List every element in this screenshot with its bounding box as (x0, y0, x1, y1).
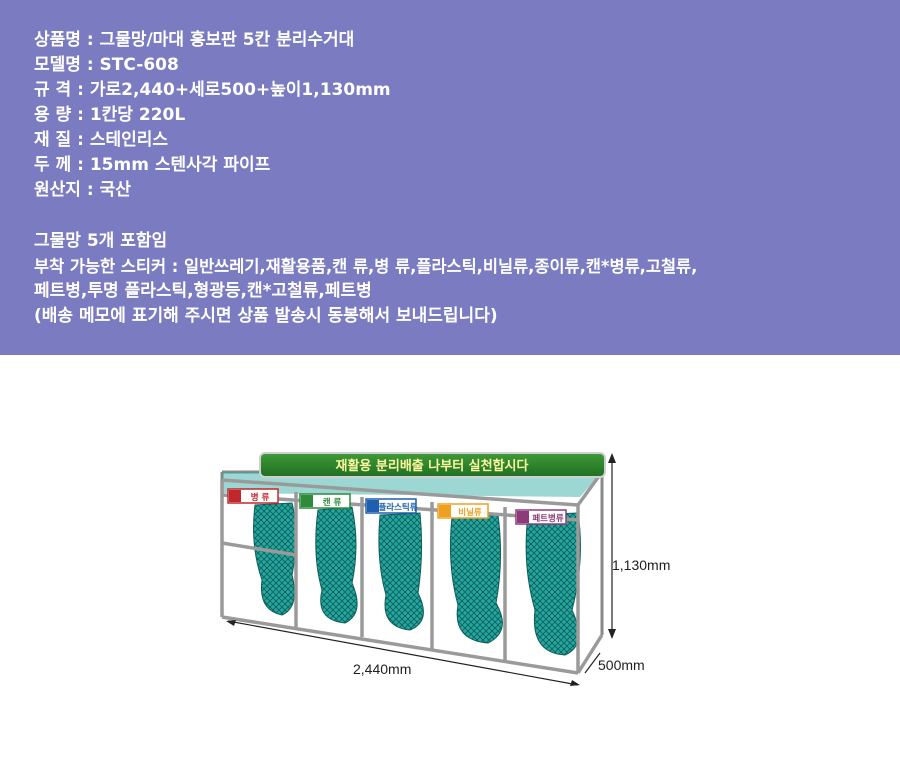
bin-label-1: 병 류 (227, 488, 279, 504)
included-note: 그물망 5개 포함임 (34, 231, 168, 251)
shipping-note: (배송 메모에 표기해 주시면 상품 발송시 동봉해서 보내드립니다) (34, 306, 498, 326)
net-bags (253, 502, 581, 656)
bin-label-text: 병 류 (251, 492, 270, 503)
thickness-spec: 두 께 : 15mm 스텐사각 파이프 (34, 155, 271, 175)
sign-board (259, 452, 606, 478)
dimension-arrows (226, 453, 616, 686)
material-spec: 재 질 : 스테인리스 (34, 130, 169, 150)
sign-text: 재활용 분리배출 나부터 실천합시다 (336, 458, 529, 474)
bin-label-2: 캔 류 (299, 493, 351, 509)
bin-label-3: 플라스틱류 (365, 498, 418, 514)
net-mouth (222, 472, 602, 497)
bin-label-text: 비닐류 (458, 507, 482, 518)
product-name: 상품명 : 그물망/마대 홍보판 5칸 분리수거대 (34, 30, 355, 50)
bin-label-4: 비닐류 (437, 503, 489, 519)
stand-front-frame (220, 470, 604, 675)
capacity-spec: 용 량 : 1칸당 220L (34, 105, 186, 125)
model-number: 모델명 : STC-608 (34, 55, 179, 75)
stickers-note-line1: 부착 가능한 스티커 : 일반쓰레기,재활용품,캔 류,병 류,플라스틱,비닐류… (34, 257, 698, 276)
stickers-note-line2: 페트병,투명 플라스틱,형광등,캔*고철류,페트병 (34, 281, 372, 301)
dimension-lines (227, 455, 613, 686)
bin-label-text: 페트병류 (532, 513, 563, 524)
bin-label-text: 플라스틱류 (378, 502, 417, 513)
bin-label-5: 페트병류 (515, 509, 567, 525)
depth-dimension: 500mm (598, 657, 645, 673)
size-spec: 규 격 : 가로2,440+세로500+높이1,130mm (34, 80, 391, 100)
width-dimension: 2,440mm (353, 661, 412, 677)
height-dimension: 1,130mm (612, 557, 671, 573)
spec-banner: 상품명 : 그물망/마대 홍보판 5칸 분리수거대 모델명 : STC-608 … (0, 0, 900, 355)
origin-spec: 원산지 : 국산 (34, 180, 131, 200)
bin-label-text: 캔 류 (323, 497, 342, 508)
